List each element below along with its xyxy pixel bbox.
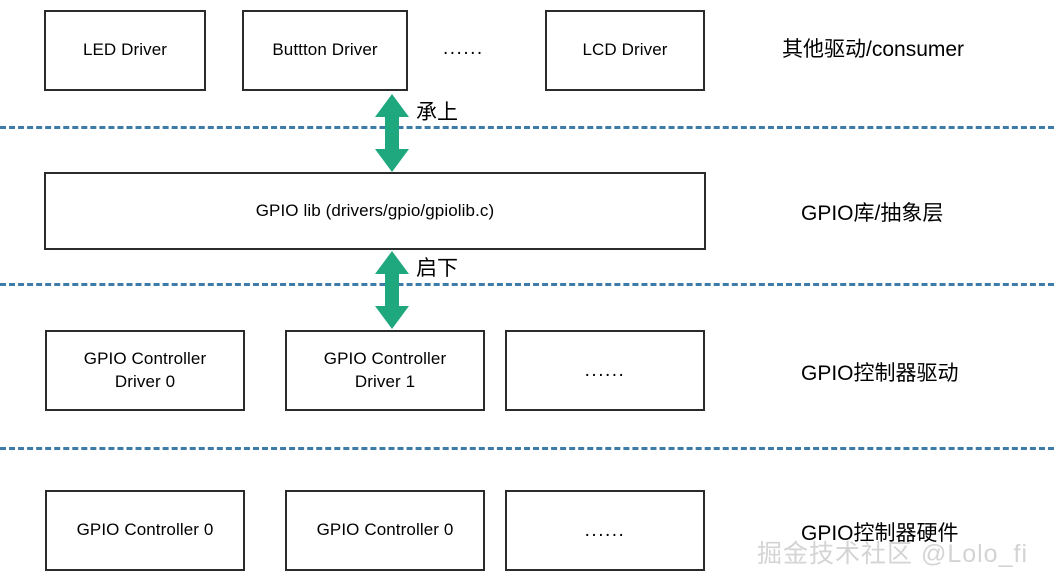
box-led-driver: LED Driver <box>44 10 206 91</box>
box-gpio-controller-driver-1: GPIO Controller Driver 1 <box>285 330 485 411</box>
box-label: GPIO lib (drivers/gpio/gpiolib.c) <box>255 200 495 220</box>
arrow-label-cheng-shang: 承上 <box>416 101 458 124</box>
ellipsis-consumer-row: ...... <box>443 38 484 59</box>
box-label: LCD Driver <box>582 40 668 60</box>
box-gpio-controller-driver-more: ...... <box>505 330 705 411</box>
box-gpio-controller-1: GPIO Controller 0 <box>285 490 485 571</box>
divider-gpiolib-controller-driver <box>0 283 1054 286</box>
box-gpio-controller-driver-0: GPIO Controller Driver 0 <box>45 330 245 411</box>
arrow-label-qi-xia: 启下 <box>416 257 458 280</box>
box-label: GPIO Controller 0 <box>76 520 214 540</box>
box-gpio-controller-more: ...... <box>505 490 705 571</box>
double-arrow-icon <box>375 94 409 172</box>
box-label: ...... <box>584 359 626 381</box>
box-label: GPIO Controller Driver 1 <box>323 348 447 391</box>
box-button-driver: Buttton Driver <box>242 10 408 91</box>
box-label: GPIO Controller 0 <box>316 520 454 540</box>
watermark: 掘金技术社区 @Lolo_fi <box>757 540 1028 568</box>
side-label-consumer: 其他驱动/consumer <box>782 38 965 61</box>
divider-controller-driver-hardware <box>0 447 1054 450</box>
box-lcd-driver: LCD Driver <box>545 10 705 91</box>
side-label-controller-hardware: GPIO控制器硬件 <box>801 522 959 545</box>
double-arrow-icon <box>375 251 409 329</box>
arrow-cheng-shang <box>372 93 412 173</box>
divider-consumer-gpiolib <box>0 126 1054 129</box>
box-label: GPIO Controller Driver 0 <box>83 348 207 391</box>
box-label: Buttton Driver <box>272 40 378 60</box>
box-gpio-controller-0: GPIO Controller 0 <box>45 490 245 571</box>
arrow-qi-xia <box>372 250 412 330</box>
box-gpio-lib: GPIO lib (drivers/gpio/gpiolib.c) <box>44 172 706 250</box>
side-label-gpiolib: GPIO库/抽象层 <box>801 202 944 225</box>
box-label: ...... <box>584 519 626 541</box>
box-label: LED Driver <box>82 40 168 60</box>
side-label-controller-driver: GPIO控制器驱动 <box>801 362 959 385</box>
